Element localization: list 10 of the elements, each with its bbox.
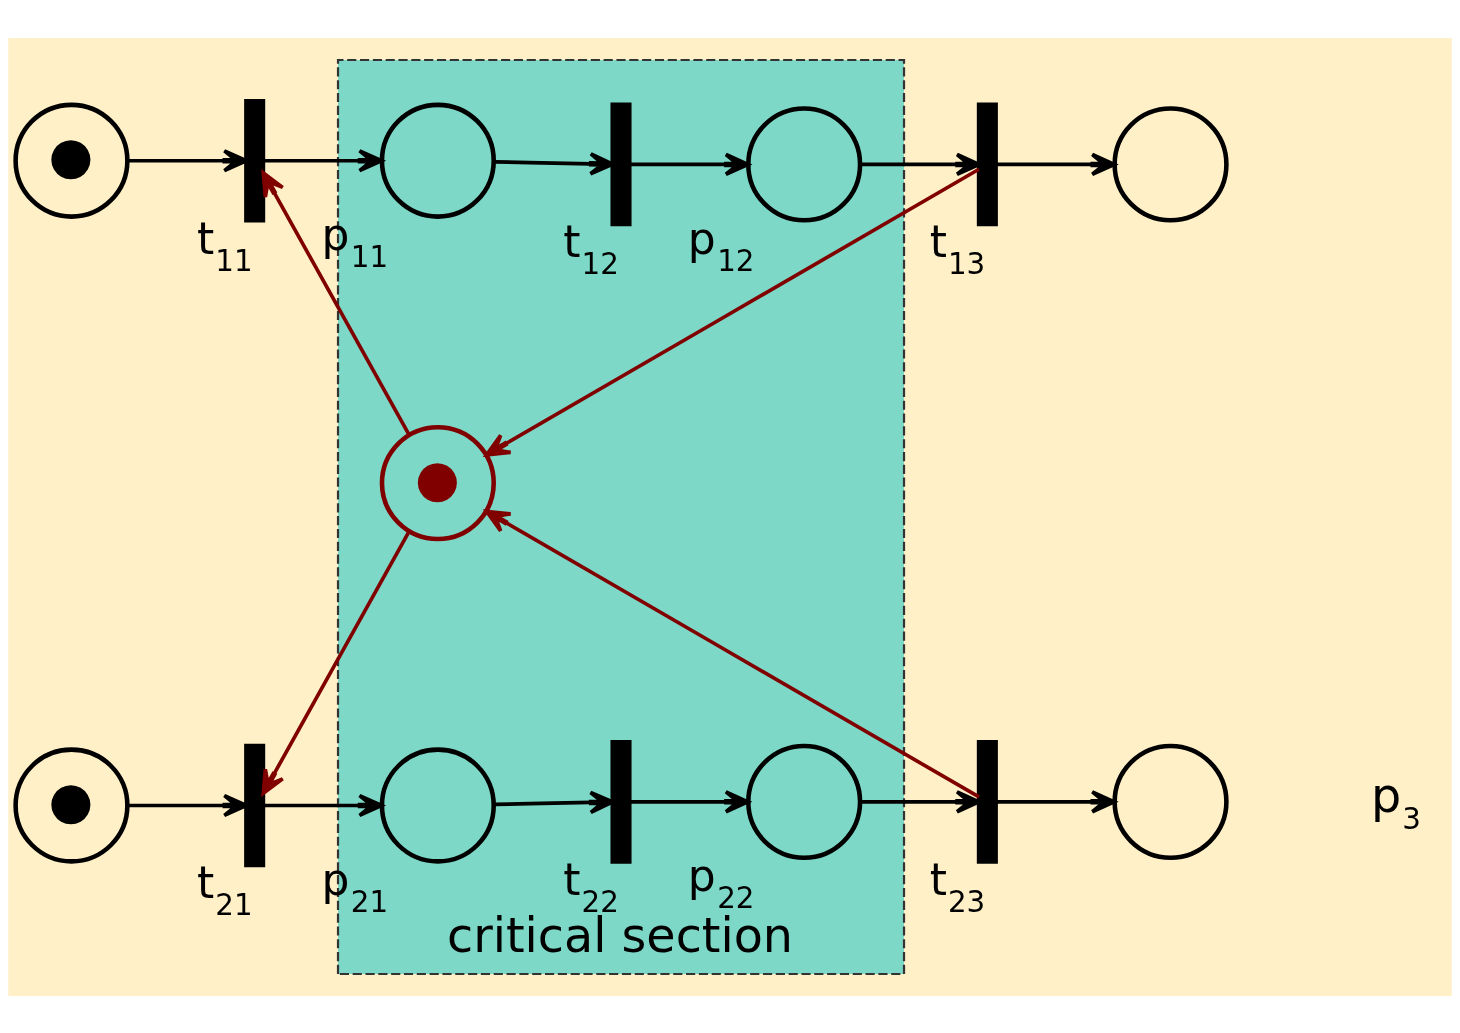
- node-label: p$_{12}$: [687, 212, 755, 278]
- node-label: t$_{23}$: [929, 853, 986, 919]
- node-label: p$_{11}$: [321, 208, 389, 274]
- node-label: t$_{12}$: [563, 215, 619, 281]
- label: p$_{3}$: [1371, 767, 1421, 836]
- node-label: t$_{21}$: [196, 856, 253, 922]
- node-label: t$_{11}$: [196, 212, 253, 278]
- node-label: t$_{13}$: [929, 215, 986, 281]
- node-label: p$_{22}$: [687, 849, 755, 915]
- node-label: p$_{21}$: [321, 853, 389, 919]
